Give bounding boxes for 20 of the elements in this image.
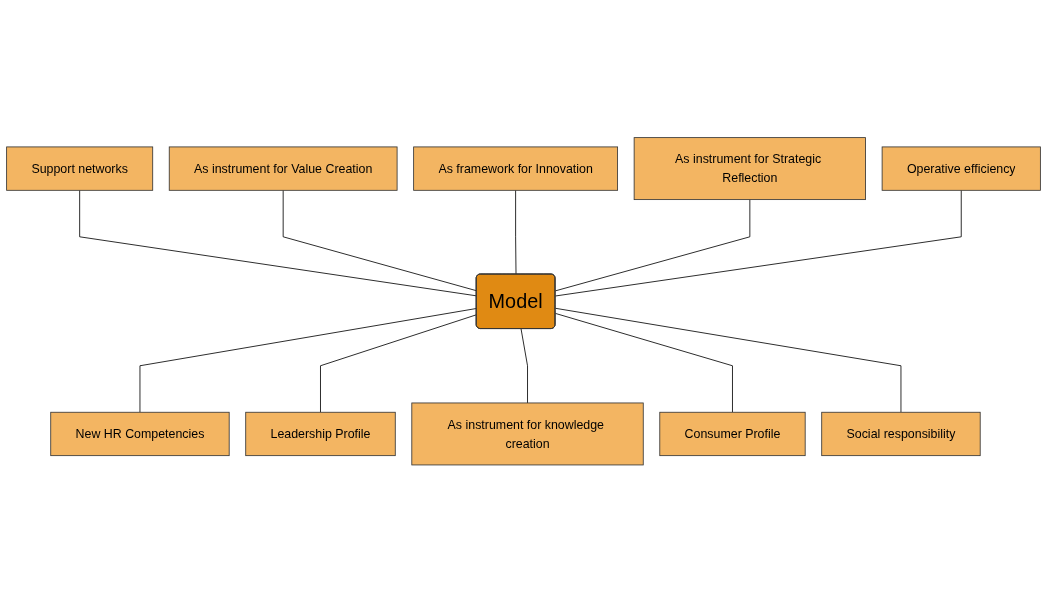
node-box: As framework for Innovation (413, 146, 618, 191)
connector (515, 189, 517, 275)
connector (79, 189, 478, 296)
connector (139, 307, 478, 413)
node-box: Leadership Profile (245, 411, 396, 456)
node-box: Operative efficiency (881, 146, 1041, 191)
connector (282, 189, 478, 291)
node-box: As instrument for Strategic Reflection (633, 136, 866, 200)
connector (520, 328, 528, 404)
connector (555, 312, 733, 413)
connector (555, 307, 902, 413)
connector (320, 314, 478, 413)
node-box: Consumer Profile (659, 411, 806, 456)
node-box: Support networks (6, 146, 154, 191)
node-box: Social responsibility (821, 411, 981, 456)
connector (555, 189, 962, 297)
node-box: As instrument for knowledge creation (411, 402, 644, 466)
node-box: As instrument for Value Creation (168, 146, 398, 191)
node-box: New HR Competencies (50, 411, 230, 456)
connector (555, 198, 751, 291)
